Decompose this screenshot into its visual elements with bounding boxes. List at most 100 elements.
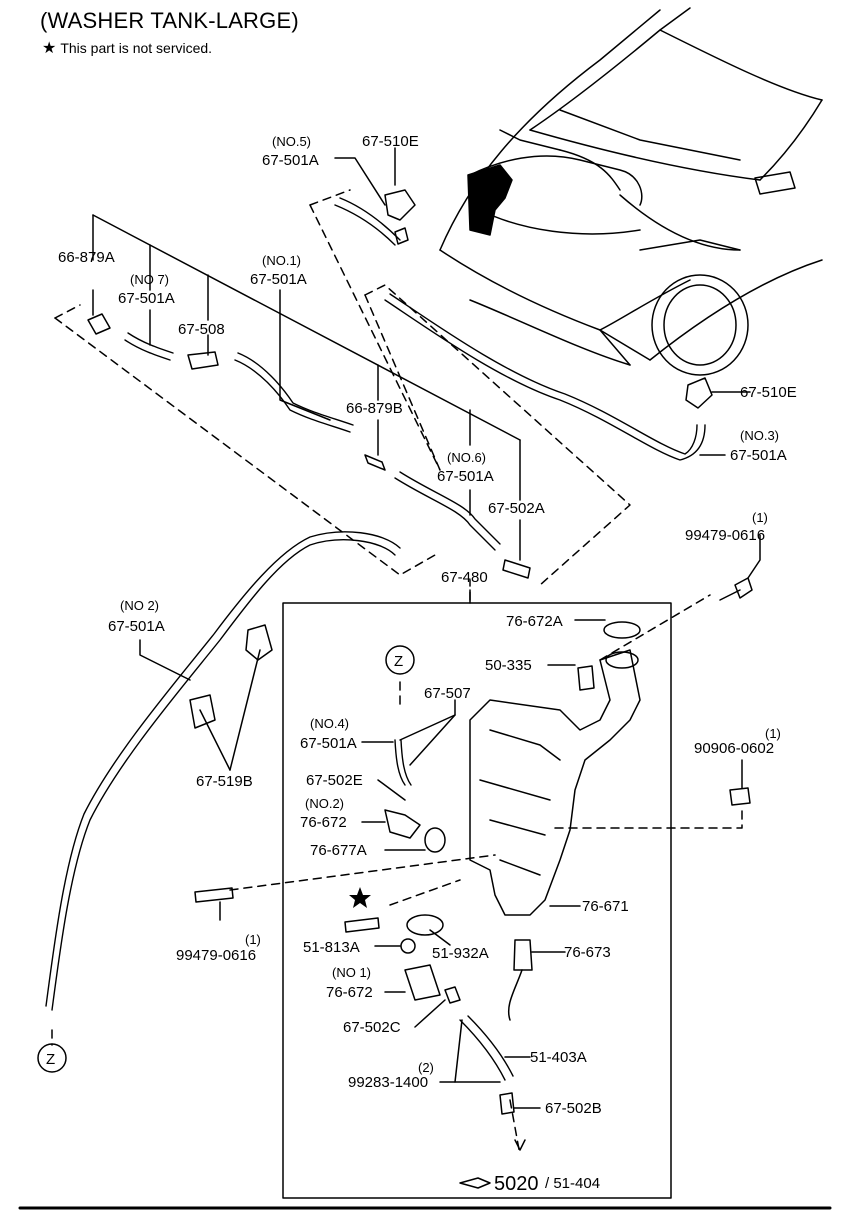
label-no7: (NO 7)	[130, 272, 169, 287]
label-99479-0616-bottom: 99479-0616	[176, 947, 256, 964]
ref-circle-z-top	[385, 645, 415, 675]
label-76-672A: 76-672A	[506, 613, 563, 630]
label-no6: (NO.6)	[447, 450, 486, 465]
label-76-677A: 76-677A	[310, 842, 367, 859]
label-qty-1b: (1)	[765, 726, 781, 741]
label-67-501A-no4: 67-501A	[300, 735, 357, 752]
label-67-508: 67-508	[178, 321, 225, 338]
label-67-502B: 67-502B	[545, 1100, 602, 1117]
pump-76-672-no2	[384, 809, 421, 839]
pump-76-672-no1	[404, 964, 441, 1001]
label-67-480: 67-480	[441, 569, 488, 586]
label-67-502C: 67-502C	[343, 1019, 401, 1036]
label-67-501A-no6: 67-501A	[437, 468, 494, 485]
small-parts	[37, 189, 753, 1115]
label-qty-2: (2)	[418, 1060, 434, 1075]
label-67-501A-no5: 67-501A	[262, 152, 319, 169]
exploded-leader-lines	[51, 189, 743, 1156]
nut-90906-0602	[729, 787, 751, 806]
label-67-501A-no3: 67-501A	[730, 447, 787, 464]
label-66-879A: 66-879A	[58, 249, 115, 266]
cap-76-672A	[603, 621, 641, 639]
grommet-76-677A	[424, 827, 446, 853]
clamp-51-813A	[400, 938, 416, 954]
label-67-510E-right: 67-510E	[740, 384, 797, 401]
label-67-502E: 67-502E	[306, 772, 363, 789]
label-76-673: 76-673	[564, 944, 611, 961]
label-90906-0602: 90906-0602	[694, 740, 774, 757]
sensor-76-673	[513, 939, 533, 971]
label-99283-1400: 99283-1400	[348, 1074, 428, 1091]
label-76-671: 76-671	[582, 898, 629, 915]
bolt-99479-0616-bottom	[194, 887, 234, 903]
label-67-507: 67-507	[424, 685, 471, 702]
label-no2-pump: (NO.2)	[305, 796, 344, 811]
label-51-813A: 51-813A	[303, 939, 360, 956]
not-serviced-note: ★This part is not serviced.	[42, 38, 299, 58]
hose-no1	[234, 359, 351, 433]
diagram-title: (WASHER TANK-LARGE)	[40, 8, 299, 33]
hose-no6	[394, 477, 496, 551]
connector-67-502A	[502, 559, 531, 579]
label-no1-pump: (NO 1)	[332, 965, 371, 980]
clip-67-519B-lower	[189, 694, 216, 729]
label-99479-0616-top: 99479-0616	[685, 527, 765, 544]
hose-51-403A	[459, 1019, 506, 1081]
ref-page-link[interactable]: 5020	[494, 1173, 539, 1195]
callout-labels: (NO.5) 67-501A 67-510E 66-879A (NO 7) 67…	[46, 133, 797, 1195]
label-67-501A-no1: 67-501A	[250, 271, 307, 288]
star-icon: ★	[42, 40, 57, 57]
washer-tank-inset-frame	[282, 602, 672, 1199]
washer-tank-76-671	[469, 649, 641, 916]
arrow-down-icon	[514, 1139, 526, 1151]
label-76-672-no2: 76-672	[300, 814, 347, 831]
diagram-header: (WASHER TANK-LARGE) ★This part is not se…	[40, 8, 299, 58]
label-66-879B: 66-879B	[346, 400, 403, 417]
connector-67-502B	[499, 1092, 515, 1115]
star-icon	[349, 887, 371, 908]
label-no1-hose: (NO.1)	[262, 253, 301, 268]
label-no2-hose: (NO 2)	[120, 598, 159, 613]
label-67-502A: 67-502A	[488, 500, 545, 517]
hose-no3	[384, 299, 706, 461]
bracket-50-335	[577, 665, 595, 691]
label-qty-1a: (1)	[752, 510, 768, 525]
ref-part-number: / 51-404	[545, 1175, 600, 1192]
label-50-335: 50-335	[485, 657, 532, 674]
label-67-510E-top: 67-510E	[362, 133, 419, 150]
label-67-501A-no7: 67-501A	[118, 290, 175, 307]
connector-67-502C	[444, 986, 461, 1004]
label-67-519B: 67-519B	[196, 773, 253, 790]
callout-leaders	[139, 147, 761, 1109]
hose-no7	[124, 339, 171, 361]
bolt-not-serviced	[344, 917, 380, 933]
nozzle-67-510E-top	[384, 189, 416, 221]
valve-67-508	[187, 351, 219, 370]
label-no3: (NO.3)	[740, 428, 779, 443]
hose-no4	[394, 739, 406, 786]
sensor-wire	[508, 969, 523, 1021]
label-no4: (NO.4)	[310, 716, 349, 731]
bolt-99479-0616-top	[734, 577, 753, 599]
vehicle-illustration	[439, 7, 823, 376]
label-51-932A: 51-932A	[432, 945, 489, 962]
pointing-hand-icon	[459, 1177, 491, 1189]
label-51-403A: 51-403A	[530, 1049, 587, 1066]
connector-66-879B	[364, 454, 386, 471]
hose-no2	[51, 539, 396, 1011]
label-z-bottom: Z	[46, 1051, 55, 1068]
nozzle-67-510E-right	[685, 377, 713, 409]
clip-67-519B-upper	[245, 624, 273, 661]
clamp-51-932A	[406, 914, 444, 936]
label-76-672-no1: 76-672	[326, 984, 373, 1001]
washer-tank-location	[467, 164, 513, 236]
label-qty-1c: (1)	[245, 932, 261, 947]
hose-no5	[334, 204, 396, 246]
callout-tree	[92, 214, 521, 561]
ref-circle-z-bottom	[37, 1043, 67, 1073]
label-z-top: Z	[394, 653, 403, 670]
label-67-501A-no2: 67-501A	[108, 618, 165, 635]
label-no5: (NO.5)	[272, 134, 311, 149]
not-serviced-text: This part is not serviced.	[60, 40, 213, 56]
